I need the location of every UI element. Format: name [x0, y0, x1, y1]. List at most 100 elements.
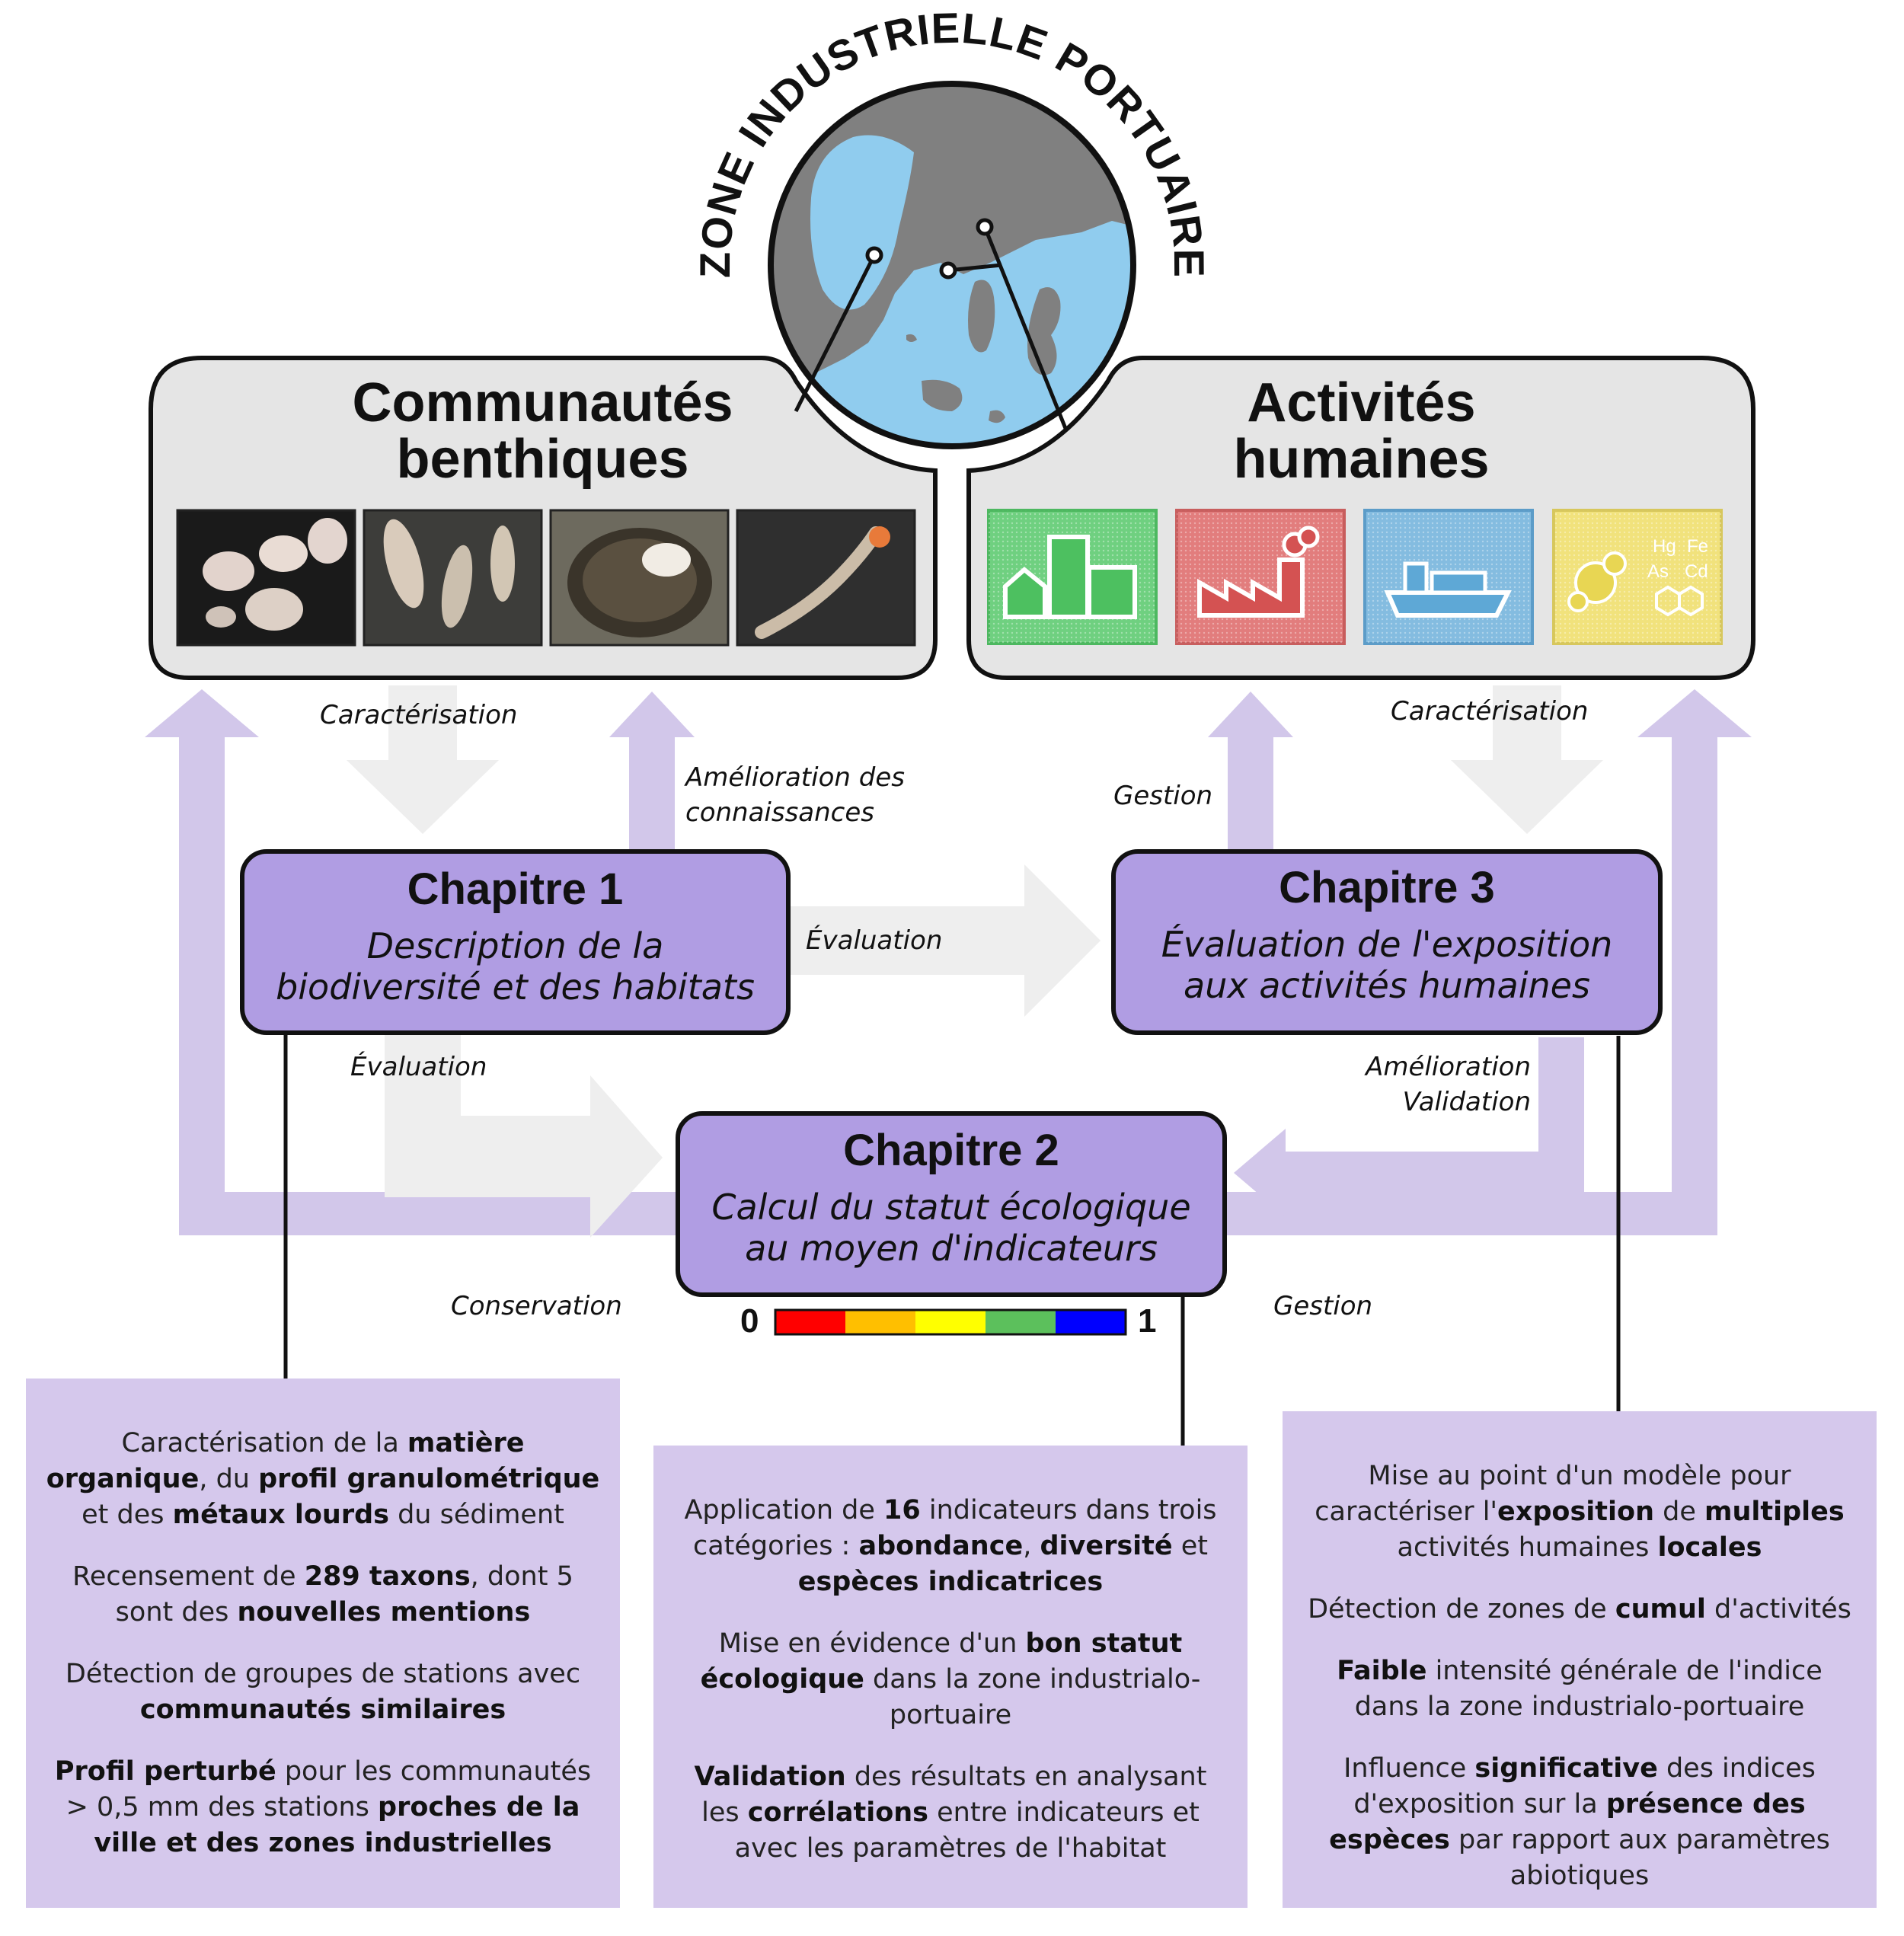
label-amelioration-validation: Amélioration Validation: [1264, 1049, 1531, 1120]
summary-text: multiples: [1704, 1497, 1845, 1527]
summary-text: et des: [81, 1500, 173, 1530]
benthic-photos: [176, 509, 916, 647]
right-title-line2: humaines: [1233, 429, 1490, 490]
summary-text: pour les communautés > 0,5 mm des statio…: [65, 1756, 592, 1823]
summary-text: d'activités: [1705, 1594, 1851, 1625]
left-title-line1: Communautés: [352, 372, 733, 433]
label-validation-right: Validation: [1402, 1087, 1531, 1117]
label-amelioration-right: Amélioration: [1366, 1052, 1531, 1082]
evaluation-arrows: [347, 685, 1603, 1238]
label-amelioration-connaissances: Amélioration des connaissances: [685, 760, 905, 830]
chapter-3-line2: aux activités humaines: [1184, 965, 1590, 1006]
summary-text: entre indicateurs et avec les paramètres…: [734, 1797, 1200, 1864]
ecological-status-scale: [774, 1308, 1127, 1336]
summary-middle-item-3: Validation des résultats en analysant le…: [672, 1759, 1229, 1867]
label-caracterisation-right: Caractérisation: [1391, 696, 1589, 727]
urban-icon: [987, 509, 1158, 645]
chapter-2-text: Chapitre 2 Calcul du statut écologique a…: [678, 1126, 1225, 1269]
summary-left-item-2: Recensement de 289 taxons, dont 5 sont d…: [44, 1559, 602, 1631]
label-gestion-top: Gestion: [1113, 781, 1213, 811]
amelioration-connaissances-arrow: [609, 692, 695, 849]
summary-left-item-1: Caractérisation de la matière organique,…: [44, 1426, 602, 1533]
right-title-line1: Activités: [1247, 372, 1476, 433]
contaminants-icon: Hg Fe As Cd: [1552, 509, 1723, 645]
chapter-1-box: [240, 849, 791, 1035]
right-panel-title: Activités humaines: [971, 375, 1752, 487]
chapter-1-text: Chapitre 1 Description de la biodiversit…: [242, 864, 788, 1008]
evaluation-left-arrow: [385, 1028, 663, 1238]
industry-icon: [1175, 509, 1346, 645]
chapter-2-box: [676, 1111, 1227, 1297]
summary-text: exposition: [1497, 1497, 1654, 1527]
summary-text: Faible: [1337, 1656, 1427, 1686]
summary-text: Mise en évidence d'un: [718, 1628, 1026, 1659]
photo-gastropods: [176, 509, 356, 647]
summary-text: dans la zone industrialo-portuaire: [864, 1664, 1201, 1730]
summary-text: Profil perturbé: [54, 1756, 276, 1787]
label-evaluation-mid: Évaluation: [806, 925, 943, 956]
summary-text: corrélations: [747, 1797, 928, 1828]
summary-text: intensité générale de l'indice dans la z…: [1354, 1656, 1823, 1722]
summary-box-chapter-2: Application de 16 indicateurs dans trois…: [653, 1446, 1248, 1908]
summary-right-item-2: Détection de zones de cumul d'activités: [1301, 1592, 1858, 1628]
summary-text: Influence: [1343, 1753, 1475, 1784]
summary-text: proches de la ville et des zones industr…: [94, 1792, 580, 1858]
activity-icons: Hg Fe As Cd: [987, 509, 1723, 645]
summary-text: matière organique: [46, 1428, 525, 1494]
summary-right-item-1: Mise au point d'un modèle pour caractéri…: [1301, 1458, 1858, 1566]
label-gestion-bottom: Gestion: [1273, 1291, 1373, 1321]
label-conservation: Conservation: [451, 1291, 622, 1321]
photo-clam: [549, 509, 730, 647]
scale-seg-4: [986, 1310, 1056, 1334]
summary-text: diversité: [1040, 1531, 1173, 1561]
label-evaluation-left: Évaluation: [350, 1052, 487, 1082]
summary-text: Mise au point d'un modèle pour caractéri…: [1315, 1461, 1791, 1527]
summary-text: significative: [1474, 1753, 1658, 1784]
chapter-1-title: Chapitre 1: [407, 864, 624, 914]
scale-seg-3: [915, 1310, 986, 1334]
scale-max-label: 1: [1138, 1302, 1157, 1340]
summary-text: abondance: [858, 1531, 1024, 1561]
summary-text: métaux lourds: [172, 1500, 389, 1530]
chapter-3-box: [1111, 849, 1663, 1035]
chem-as-label: As: [1647, 561, 1669, 582]
summary-text: ,: [1023, 1531, 1040, 1561]
summary-text: du sédiment: [388, 1500, 564, 1530]
chapter-3-text: Chapitre 3 Évaluation de l'exposition au…: [1113, 863, 1660, 1006]
label-amelioration-line1: Amélioration des: [685, 762, 905, 793]
summary-text: activités humaines: [1397, 1532, 1658, 1563]
summary-box-chapter-3: Mise au point d'un modèle pour caractéri…: [1283, 1411, 1877, 1908]
amelioration-validation-arrow: [1234, 1037, 1584, 1217]
summary-text: des résultats en analysant les: [701, 1762, 1207, 1828]
scale-seg-5: [1056, 1310, 1126, 1334]
summary-text: Validation: [694, 1762, 846, 1792]
summary-text: par rapport aux paramètres abiotiques: [1449, 1825, 1830, 1891]
chem-fe-label: Fe: [1687, 536, 1708, 557]
summary-text: 16: [883, 1495, 921, 1525]
summary-middle-item-2: Mise en évidence d'un bon statut écologi…: [672, 1626, 1229, 1733]
summary-text: locales: [1657, 1532, 1762, 1563]
chem-cd-label: Cd: [1685, 561, 1708, 582]
label-caracterisation-left: Caractérisation: [320, 700, 518, 730]
summary-text: cumul: [1615, 1594, 1706, 1625]
summary-middle-item-1: Application de 16 indicateurs dans trois…: [672, 1493, 1229, 1600]
summary-text: présence des espèces: [1329, 1789, 1806, 1855]
photo-amphipod: [736, 509, 916, 647]
left-title-line2: benthiques: [396, 429, 689, 490]
summary-text: bon statut écologique: [700, 1628, 1183, 1695]
chapter-3-title: Chapitre 3: [1279, 863, 1495, 912]
shipping-icon: [1363, 509, 1534, 645]
summary-left-item-3: Détection de groupes de stations avec co…: [44, 1656, 602, 1728]
summary-left-item-4: Profil perturbé pour les communautés > 0…: [44, 1754, 602, 1861]
summary-text: des indices d'exposition sur la: [1353, 1753, 1816, 1819]
summary-text: 289 taxons: [304, 1561, 471, 1592]
feedback-arrows: [145, 689, 1752, 1235]
chapter-3-line1: Évaluation de l'exposition: [1161, 924, 1613, 965]
gestion-bottom-arrow-head: [1637, 689, 1752, 737]
scale-min-label: 0: [740, 1302, 759, 1340]
harbor-map-globe: [768, 81, 1136, 449]
chem-hg-label: Hg: [1653, 536, 1676, 557]
left-panel-title: Communautés benthiques: [152, 375, 933, 487]
caracterisation-right-arrow: [1451, 685, 1603, 834]
